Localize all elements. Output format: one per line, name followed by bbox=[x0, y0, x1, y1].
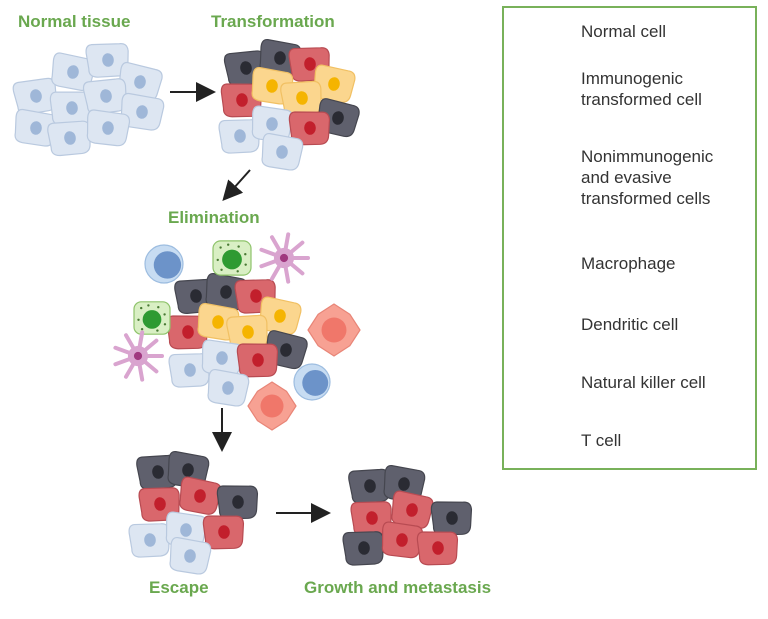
nonimmunogenic-red-cell bbox=[202, 515, 245, 550]
dendritic-cell bbox=[259, 232, 310, 284]
t-cell bbox=[293, 363, 331, 401]
legend-label-macrophage: Macrophage bbox=[581, 254, 676, 273]
transformation-cluster bbox=[218, 39, 360, 171]
macrophage bbox=[247, 381, 297, 431]
stage-label-elimination: Elimination bbox=[168, 208, 260, 227]
nonimmunogenic-dark-cell bbox=[383, 465, 426, 503]
nonimmunogenic-red-cell bbox=[179, 476, 222, 515]
cells-layer bbox=[12, 39, 473, 575]
stage-label-growth-and-metastasis: Growth and metastasis bbox=[304, 578, 492, 597]
elimination-immune-cells bbox=[113, 232, 361, 431]
natural-killer-cell bbox=[133, 301, 171, 335]
nonimmunogenic-red-cell bbox=[381, 521, 424, 559]
immunogenic-cell bbox=[259, 296, 302, 335]
normal-cell bbox=[128, 523, 170, 558]
normal-cell bbox=[218, 119, 260, 154]
nonimmunogenic-red-cell bbox=[236, 343, 279, 378]
normal-cell bbox=[120, 92, 165, 131]
normal-cell bbox=[14, 108, 59, 147]
natural-killer-cell bbox=[212, 240, 252, 276]
nonimmunogenic-dark-cell bbox=[342, 531, 384, 566]
dendritic-cell bbox=[113, 330, 164, 382]
normal-cell bbox=[117, 61, 163, 102]
nonimmunogenic-dark-cell bbox=[430, 501, 473, 536]
normal-cell bbox=[82, 78, 127, 115]
macrophage bbox=[307, 303, 361, 357]
legend-label-normal-cell: Normal cell bbox=[581, 22, 667, 41]
legend bbox=[502, 6, 757, 470]
legend-label-t-cell: T cell bbox=[581, 431, 622, 450]
normal-cell bbox=[169, 537, 212, 575]
normal-cell bbox=[207, 369, 250, 407]
legend-label-immunogenic-cell: Immunogenic transformed cell bbox=[581, 69, 702, 109]
normal-cell bbox=[85, 43, 129, 78]
nonimmunogenic-red-cell bbox=[416, 531, 459, 566]
normal-cell bbox=[261, 133, 304, 171]
normal-cell bbox=[201, 339, 244, 377]
stage-label-escape: Escape bbox=[149, 578, 209, 597]
normal-cell bbox=[49, 91, 94, 126]
immunogenic-cell bbox=[280, 80, 322, 116]
normal-cell bbox=[12, 77, 58, 115]
immunogenic-cell bbox=[313, 64, 356, 103]
nonimmunogenic-red-cell bbox=[220, 83, 263, 118]
stage-label-normal-tissue: Normal tissue bbox=[18, 12, 131, 31]
legend-label-natural-killer-cell: Natural killer cell bbox=[581, 373, 706, 392]
nonimmunogenic-dark-cell bbox=[348, 468, 390, 504]
arrow-transformation-to-elimination bbox=[222, 169, 251, 201]
legend-label-dendritic-cell: Dendritic cell bbox=[581, 315, 679, 334]
nonimmunogenic-red-cell bbox=[288, 111, 331, 146]
normal-cell bbox=[47, 120, 91, 157]
t-cell bbox=[144, 244, 184, 284]
stage-label-transformation: Transformation bbox=[211, 12, 335, 31]
normal-cell bbox=[86, 109, 131, 147]
nonimmunogenic-dark-cell bbox=[216, 485, 259, 520]
growth-metastasis-cluster bbox=[342, 465, 473, 566]
arrows-layer bbox=[170, 82, 331, 523]
elimination-cluster bbox=[166, 273, 308, 407]
legend-label-nonimmunogenic-cells: Nonimmunogenic and evasive transformed c… bbox=[581, 147, 714, 208]
normal-tissue-cluster bbox=[12, 43, 165, 157]
escape-cluster bbox=[128, 451, 259, 575]
